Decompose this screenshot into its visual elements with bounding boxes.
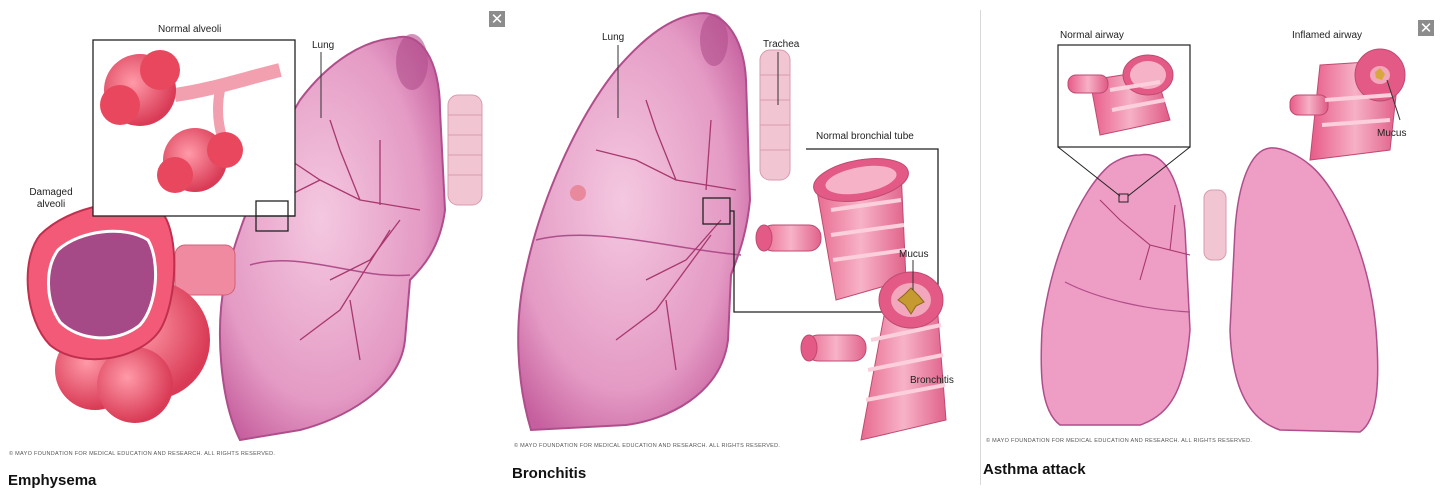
label-trachea: Trachea xyxy=(763,39,799,50)
asthma-illustration xyxy=(980,0,1447,489)
panel-title-emphysema: Emphysema xyxy=(8,472,96,489)
label-normal-bronchial-tube: Normal bronchial tube xyxy=(816,131,914,142)
trachea xyxy=(448,95,482,205)
bronchitis-panel: Lung Trachea Normal bronchial tube Mucus… xyxy=(506,0,980,489)
lung xyxy=(518,13,750,430)
emphysema-panel: Normal alveoli Lung Damaged alveoli © MA… xyxy=(0,0,506,489)
label-lung: Lung xyxy=(602,32,624,43)
emphysema-illustration xyxy=(0,0,506,489)
label-lung: Lung xyxy=(312,40,334,51)
copyright: © MAYO FOUNDATION FOR MEDICAL EDUCATION … xyxy=(986,438,1252,444)
label-normal-alveoli: Normal alveoli xyxy=(158,24,221,35)
label-bronchitis: Bronchitis xyxy=(910,375,954,386)
label-mucus: Mucus xyxy=(1377,128,1406,139)
close-icon[interactable]: ✕ xyxy=(489,11,505,27)
panel-title-asthma-attack: Asthma attack xyxy=(983,461,1086,478)
trachea xyxy=(1204,190,1226,260)
asthma-panel: Normal airway Inflamed airway Mucus © MA… xyxy=(980,0,1447,489)
left-lung xyxy=(1041,154,1190,425)
trachea xyxy=(760,50,790,180)
copyright: © MAYO FOUNDATION FOR MEDICAL EDUCATION … xyxy=(9,451,275,457)
close-icon[interactable]: ✕ xyxy=(1418,20,1434,36)
panel-title-bronchitis: Bronchitis xyxy=(512,465,586,482)
damaged-alveoli-cluster xyxy=(28,203,235,423)
label-inflamed-airway: Inflamed airway xyxy=(1292,30,1362,41)
right-lung xyxy=(1230,148,1378,432)
label-damaged-alveoli: Damaged alveoli xyxy=(20,187,82,211)
bronchitis-illustration xyxy=(506,0,980,489)
copyright: © MAYO FOUNDATION FOR MEDICAL EDUCATION … xyxy=(514,443,780,449)
label-mucus: Mucus xyxy=(899,249,928,260)
bronchitis-tube xyxy=(801,272,946,440)
inflamed-airway xyxy=(1290,49,1405,160)
label-normal-airway: Normal airway xyxy=(1060,30,1124,41)
